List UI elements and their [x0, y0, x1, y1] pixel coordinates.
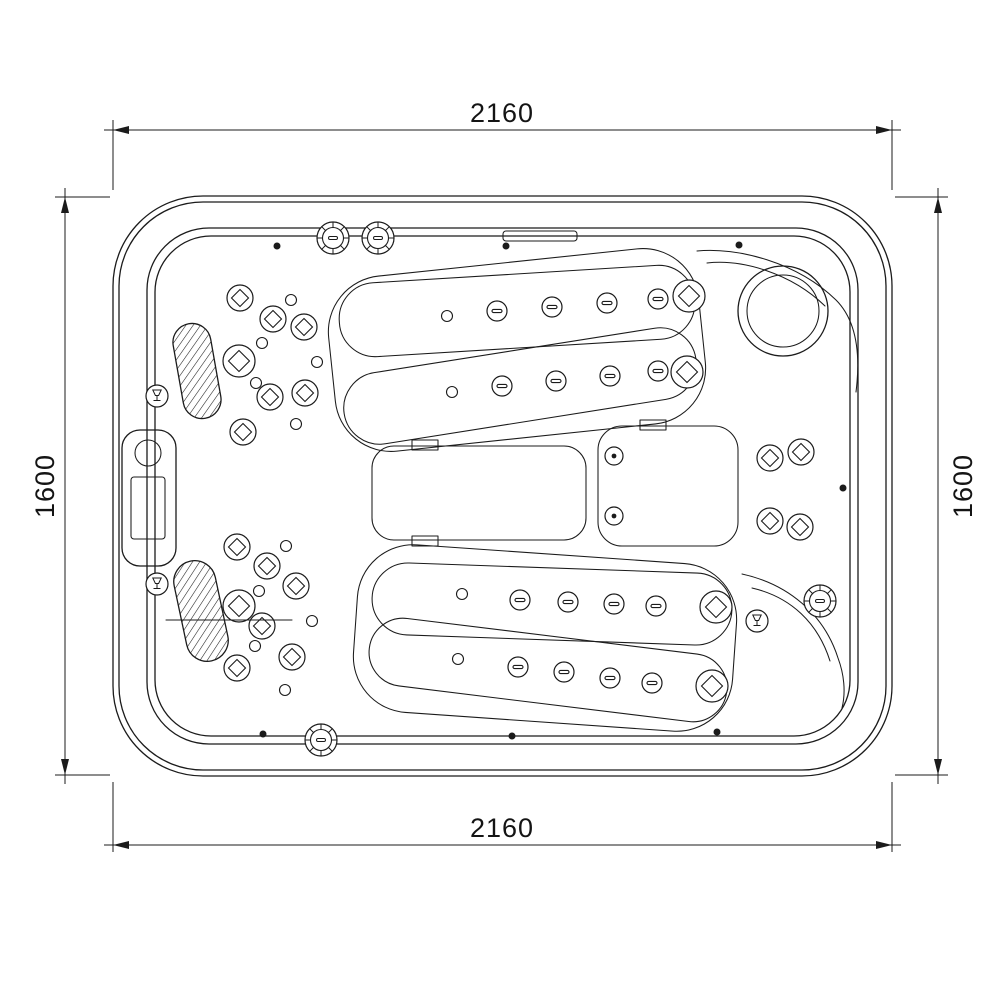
dimension-top: 2160	[104, 98, 901, 190]
rim-fitting-top-left-2	[361, 221, 395, 255]
cup-holder-icon	[145, 384, 169, 408]
floor-tab	[639, 419, 667, 431]
lounger-top-1	[338, 264, 696, 358]
cup-holder-icon	[145, 572, 169, 596]
tub-shell-outline	[112, 195, 893, 777]
dimension-right-value: 1600	[948, 454, 978, 518]
left-jet-cluster-top	[222, 284, 324, 446]
lounger-top-2-jets	[445, 355, 704, 399]
right-seat-jets	[756, 438, 815, 541]
dimension-bottom-value: 2160	[470, 813, 534, 843]
floor-panels	[371, 419, 739, 547]
control-panel	[121, 429, 177, 567]
control-panel-housing	[121, 429, 177, 567]
filter-housing-outer	[737, 265, 829, 357]
top-rim-recess	[502, 230, 578, 242]
dimension-right: 1600	[895, 188, 978, 784]
floor-panel-right	[597, 425, 739, 547]
bottom-seat-well	[352, 544, 738, 732]
dimension-left: 1600	[30, 188, 110, 784]
floor-tab	[411, 535, 439, 547]
left-jet-cluster-bottom	[222, 533, 319, 697]
filter-housing-inner	[746, 274, 820, 348]
rim-fitting-bottom	[304, 723, 338, 757]
headrests	[165, 322, 293, 662]
headrest-top	[172, 322, 222, 420]
lounger-bottom-2-jets	[451, 652, 729, 703]
lounger-bottom-1-jets	[455, 587, 733, 624]
control-display	[130, 476, 166, 540]
floor-panel-left	[371, 445, 587, 541]
inner-rim-outline	[146, 227, 859, 745]
top-loungers	[327, 248, 707, 452]
bottom-loungers	[352, 544, 738, 732]
rim-fitting-top-left-1	[316, 221, 350, 255]
dimension-bottom: 2160	[104, 782, 901, 852]
filter-corner-seat	[696, 249, 859, 393]
dimension-left-value: 1600	[30, 454, 60, 518]
rim-fitting-right	[803, 584, 837, 618]
lounger-top-1-jets	[440, 279, 706, 323]
top-seat-well	[327, 248, 707, 452]
lounger-bottom-2	[368, 617, 728, 723]
corner-seat-bottom-right	[741, 573, 845, 709]
lounger-bottom-1	[371, 562, 733, 646]
cup-holder-icon	[745, 609, 769, 633]
dimension-top-value: 2160	[470, 98, 534, 128]
floor-tab	[411, 439, 439, 451]
headrest-bottom	[173, 560, 229, 662]
rim-dots	[259, 241, 847, 740]
control-knob	[134, 439, 162, 467]
